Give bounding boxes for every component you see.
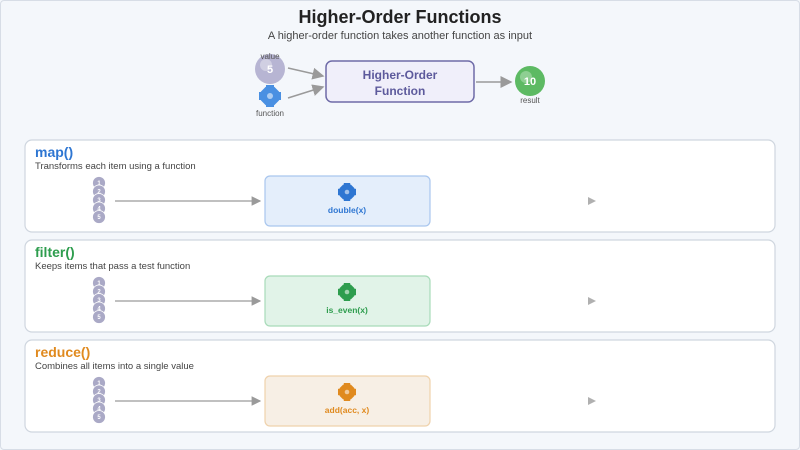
panel-map: map()Transforms each item using a functi… (24, 139, 776, 233)
output-arrow-icon (588, 197, 596, 205)
list-item: 5 (92, 210, 106, 224)
svg-text:5: 5 (97, 215, 101, 221)
output-arrow-icon (588, 297, 596, 305)
function-label: is_even(x) (326, 305, 368, 315)
page-subtitle: A higher-order function takes another fu… (268, 30, 532, 42)
hof-label-line-1: Higher-Order (363, 68, 438, 82)
result-label: result (520, 96, 540, 105)
value-circle (255, 54, 285, 84)
function-gear-icon (338, 383, 356, 401)
panel-title: map() (35, 144, 73, 160)
svg-text:1: 1 (97, 381, 101, 387)
function-gear-icon (338, 183, 356, 201)
panel-description: Transforms each item using a function (35, 161, 196, 172)
svg-text:4: 4 (97, 407, 101, 413)
result-circle (515, 66, 545, 96)
result-number: 10 (524, 76, 536, 88)
list-item: 5 (92, 310, 106, 324)
list-item: 5 (92, 410, 106, 424)
function-label: double(x) (328, 205, 366, 215)
result-circle-highlight (520, 71, 532, 83)
function-panels: map()Transforms each item using a functi… (24, 139, 776, 433)
panel-title: filter() (35, 244, 75, 260)
function-to-hof-arrow (287, 84, 325, 99)
svg-text:2: 2 (97, 390, 101, 396)
svg-text:4: 4 (97, 207, 101, 213)
svg-text:4: 4 (97, 307, 101, 313)
svg-text:5: 5 (97, 415, 101, 421)
value-to-hof-arrow (287, 67, 325, 80)
svg-text:5: 5 (97, 315, 101, 321)
svg-text:2: 2 (97, 190, 101, 196)
panel-description: Combines all items into a single value (35, 361, 194, 372)
value-circle-highlight (260, 59, 272, 71)
svg-text:2: 2 (97, 290, 101, 296)
hof-overview-diagram: value 5 function Higher-Order Function 1… (255, 52, 545, 118)
function-label: function (256, 109, 284, 118)
page-title: Higher-Order Functions (298, 7, 501, 27)
svg-text:3: 3 (97, 298, 101, 304)
value-label: value (260, 52, 280, 61)
function-gear-icon (338, 283, 356, 301)
hof-box (325, 60, 475, 103)
svg-text:1: 1 (97, 281, 101, 287)
svg-text:1: 1 (97, 181, 101, 187)
hof-label-line-2: Function (375, 84, 426, 98)
panel-description: Keeps items that pass a test function (35, 261, 190, 272)
panel-filter: filter()Keeps items that pass a test fun… (24, 239, 776, 333)
function-label: add(acc, x) (325, 405, 370, 415)
svg-text:3: 3 (97, 198, 101, 204)
panel-reduce: reduce()Combines all items into a single… (24, 339, 776, 433)
output-arrow-icon (588, 397, 596, 405)
panel-title: reduce() (35, 344, 90, 360)
value-number: 5 (267, 64, 273, 76)
function-gear-icon (259, 85, 281, 107)
svg-text:3: 3 (97, 398, 101, 404)
